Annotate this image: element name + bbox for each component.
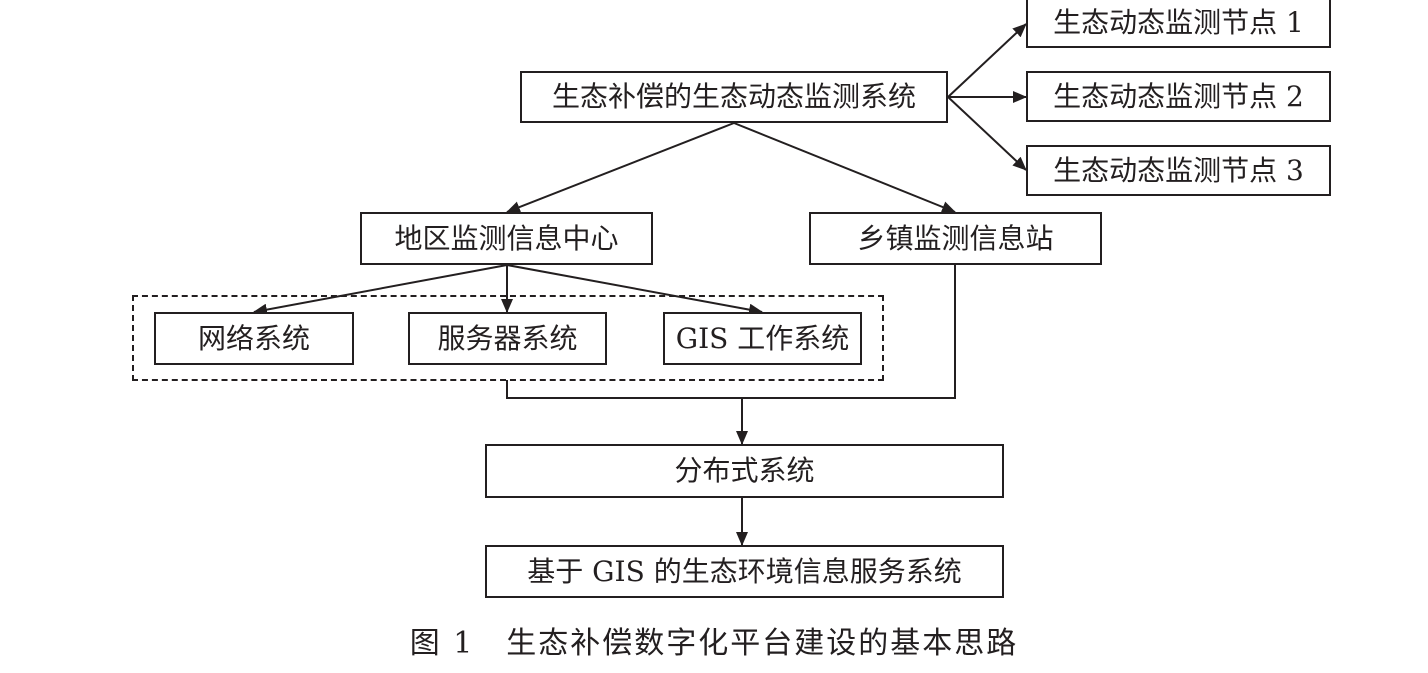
distributed-system-box: 分布式系统 [485, 444, 1004, 498]
arrow-center-to-gis [506, 264, 763, 316]
merge-line [506, 265, 956, 399]
regional-center-box: 地区监测信息中心 [360, 212, 653, 265]
gis-service-system-box: 基于 GIS 的生态环境信息服务系统 [485, 545, 1004, 598]
node-2-box: 生态动态监测节点 2 [1026, 71, 1331, 122]
arrow-root-to-node-3 [947, 96, 1027, 171]
subsystem-group [132, 295, 884, 381]
node-1-box: 生态动态监测节点 1 [1026, 0, 1331, 48]
arrow-root-to-node-1 [947, 23, 1027, 98]
figure-caption: 图 1 生态补偿数字化平台建设的基本思路 [409, 626, 1019, 661]
root-box: 生态补偿的生态动态监测系统 [520, 71, 948, 123]
gis-system-box: GIS 工作系统 [663, 312, 862, 365]
server-system-box: 服务器系统 [408, 312, 607, 365]
arrow-root-to-center [506, 122, 735, 213]
arrow-center-to-network [253, 264, 508, 316]
node-3-box: 生态动态监测节点 3 [1026, 145, 1331, 196]
network-system-box: 网络系统 [154, 312, 354, 365]
arrow-root-to-station [733, 122, 956, 213]
township-station-box: 乡镇监测信息站 [809, 212, 1102, 265]
